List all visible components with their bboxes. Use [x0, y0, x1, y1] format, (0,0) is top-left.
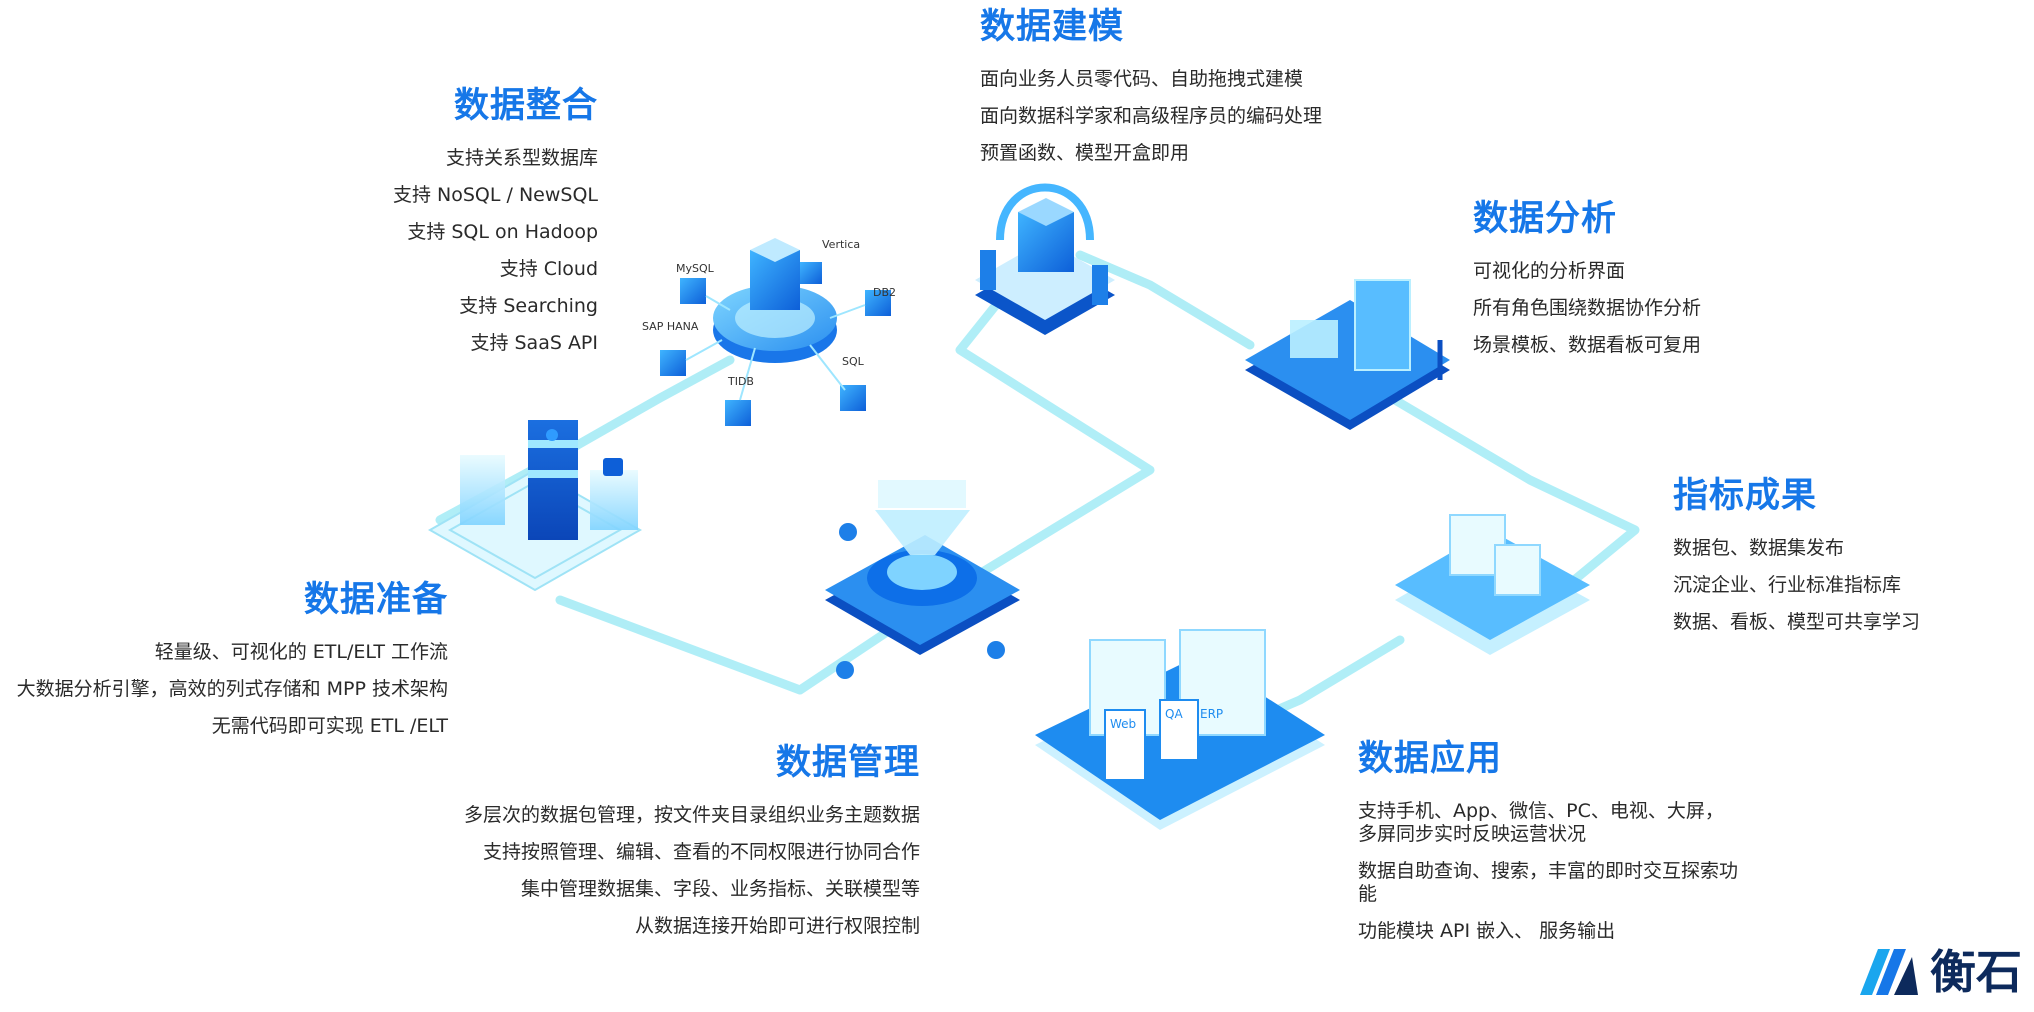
section-data-analysis: 数据分析 可视化的分析界面 所有角色围绕数据协作分析 场景模板、数据看板可复用: [1473, 198, 1773, 371]
metrics-illustration: [1395, 514, 1590, 655]
list-item: 预置函数、模型开盒即用: [980, 142, 1190, 164]
list-item: 支持 NoSQL / NewSQL: [392, 184, 598, 206]
integration-hub-illustration: Vertica MySQL DB2 SAP HANA SQL TIDB: [642, 238, 896, 426]
list-item: 支持按照管理、编辑、查看的不同权限进行协同合作: [482, 841, 920, 863]
section-title: 数据分析: [1473, 199, 1618, 239]
list-item: 多层次的数据包管理，按文件夹目录组织业务主题数据: [463, 804, 920, 826]
feature-list: 可视化的分析界面 所有角色围绕数据协作分析 场景模板、数据看板可复用: [1473, 260, 1773, 357]
card-label-qa: QA: [1165, 707, 1183, 721]
section-data-modeling: 数据建模 面向业务人员零代码、自助拖拽式建模 面向数据科学家和高级程序员的编码处…: [980, 6, 1360, 179]
db-label-mysql: MySQL: [676, 262, 715, 275]
list-item: 场景模板、数据看板可复用: [1473, 334, 1702, 356]
section-title: 数据整合: [453, 86, 598, 126]
db-label-saphana: SAP HANA: [642, 320, 699, 333]
hengshi-logo-icon: [1860, 949, 1918, 995]
list-item: 支持手机、App、微信、PC、电视、大屏，多屏同步实时反映运营状况: [1358, 800, 1724, 845]
preparation-towers-illustration: [427, 420, 643, 592]
application-illustration: Web QA ERP: [1035, 629, 1325, 830]
section-title: 数据应用: [1358, 739, 1503, 779]
list-item: 沉淀企业、行业标准指标库: [1673, 574, 1902, 596]
section-metrics-results: 指标成果 数据包、数据集发布 沉淀企业、行业标准指标库 数据、看板、模型可共享学…: [1673, 475, 1973, 648]
list-item: 面向数据科学家和高级程序员的编码处理: [980, 105, 1323, 127]
section-title: 数据建模: [980, 7, 1125, 47]
list-item: 支持 SQL on Hadoop: [407, 221, 598, 243]
section-title: 数据准备: [303, 580, 448, 620]
list-item: 从数据连接开始即可进行权限控制: [634, 915, 920, 937]
feature-list: 轻量级、可视化的 ETL/ELT 工作流 大数据分析引擎，高效的列式存储和 MP…: [0, 641, 448, 738]
card-label-web: Web: [1110, 717, 1136, 731]
section-data-integration: 数据整合 支持关系型数据库 支持 NoSQL / NewSQL 支持 SQL o…: [360, 85, 598, 369]
list-item: 数据自助查询、搜索，丰富的即时交互探索功能: [1358, 860, 1739, 905]
section-title: 指标成果: [1673, 476, 1818, 516]
db-label-db2: DB2: [873, 286, 896, 299]
feature-list: 支持关系型数据库 支持 NoSQL / NewSQL 支持 SQL on Had…: [360, 147, 598, 355]
list-item: 支持 SaaS API: [470, 332, 598, 354]
list-item: 支持 Searching: [459, 295, 598, 317]
list-item: 所有角色围绕数据协作分析: [1473, 297, 1702, 319]
section-title: 数据管理: [775, 743, 920, 783]
card-label-erp: ERP: [1200, 707, 1223, 721]
management-illustration: [825, 480, 1020, 679]
list-item: 支持关系型数据库: [445, 147, 598, 169]
section-data-management: 数据管理 多层次的数据包管理，按文件夹目录组织业务主题数据 支持按照管理、编辑、…: [420, 742, 920, 952]
feature-list: 数据包、数据集发布 沉淀企业、行业标准指标库 数据、看板、模型可共享学习: [1673, 537, 1973, 634]
list-item: 可视化的分析界面: [1473, 260, 1626, 282]
list-item: 数据包、数据集发布: [1673, 537, 1845, 559]
list-item: 集中管理数据集、字段、业务指标、关联模型等: [520, 878, 920, 900]
section-data-application: 数据应用 支持手机、App、微信、PC、电视、大屏，多屏同步实时反映运营状况 数…: [1358, 738, 1738, 957]
brand-logo: 衡石: [1860, 944, 2022, 1000]
list-item: 功能模块 API 嵌入、 服务输出: [1358, 920, 1616, 942]
list-item: 无需代码即可实现 ETL /ELT: [211, 715, 448, 737]
feature-list: 面向业务人员零代码、自助拖拽式建模 面向数据科学家和高级程序员的编码处理 预置函…: [980, 68, 1360, 165]
feature-list: 多层次的数据包管理，按文件夹目录组织业务主题数据 支持按照管理、编辑、查看的不同…: [420, 804, 920, 938]
modeling-illustration: [975, 183, 1115, 335]
list-item: 大数据分析引擎，高效的列式存储和 MPP 技术架构: [16, 678, 448, 700]
list-item: 轻量级、可视化的 ETL/ELT 工作流: [154, 641, 448, 663]
logo-text: 衡石: [1930, 945, 2022, 999]
list-item: 支持 Cloud: [499, 258, 598, 280]
analysis-illustration: [1245, 279, 1450, 430]
db-label-tidb: TIDB: [727, 375, 754, 388]
list-item: 面向业务人员零代码、自助拖拽式建模: [980, 68, 1304, 90]
db-label-vertica: Vertica: [822, 238, 860, 251]
list-item: 数据、看板、模型可共享学习: [1673, 611, 1921, 633]
section-data-preparation: 数据准备 轻量级、可视化的 ETL/ELT 工作流 大数据分析引擎，高效的列式存…: [0, 579, 448, 752]
feature-list: 支持手机、App、微信、PC、电视、大屏，多屏同步实时反映运营状况 数据自助查询…: [1358, 800, 1738, 943]
db-label-sql: SQL: [842, 355, 865, 368]
